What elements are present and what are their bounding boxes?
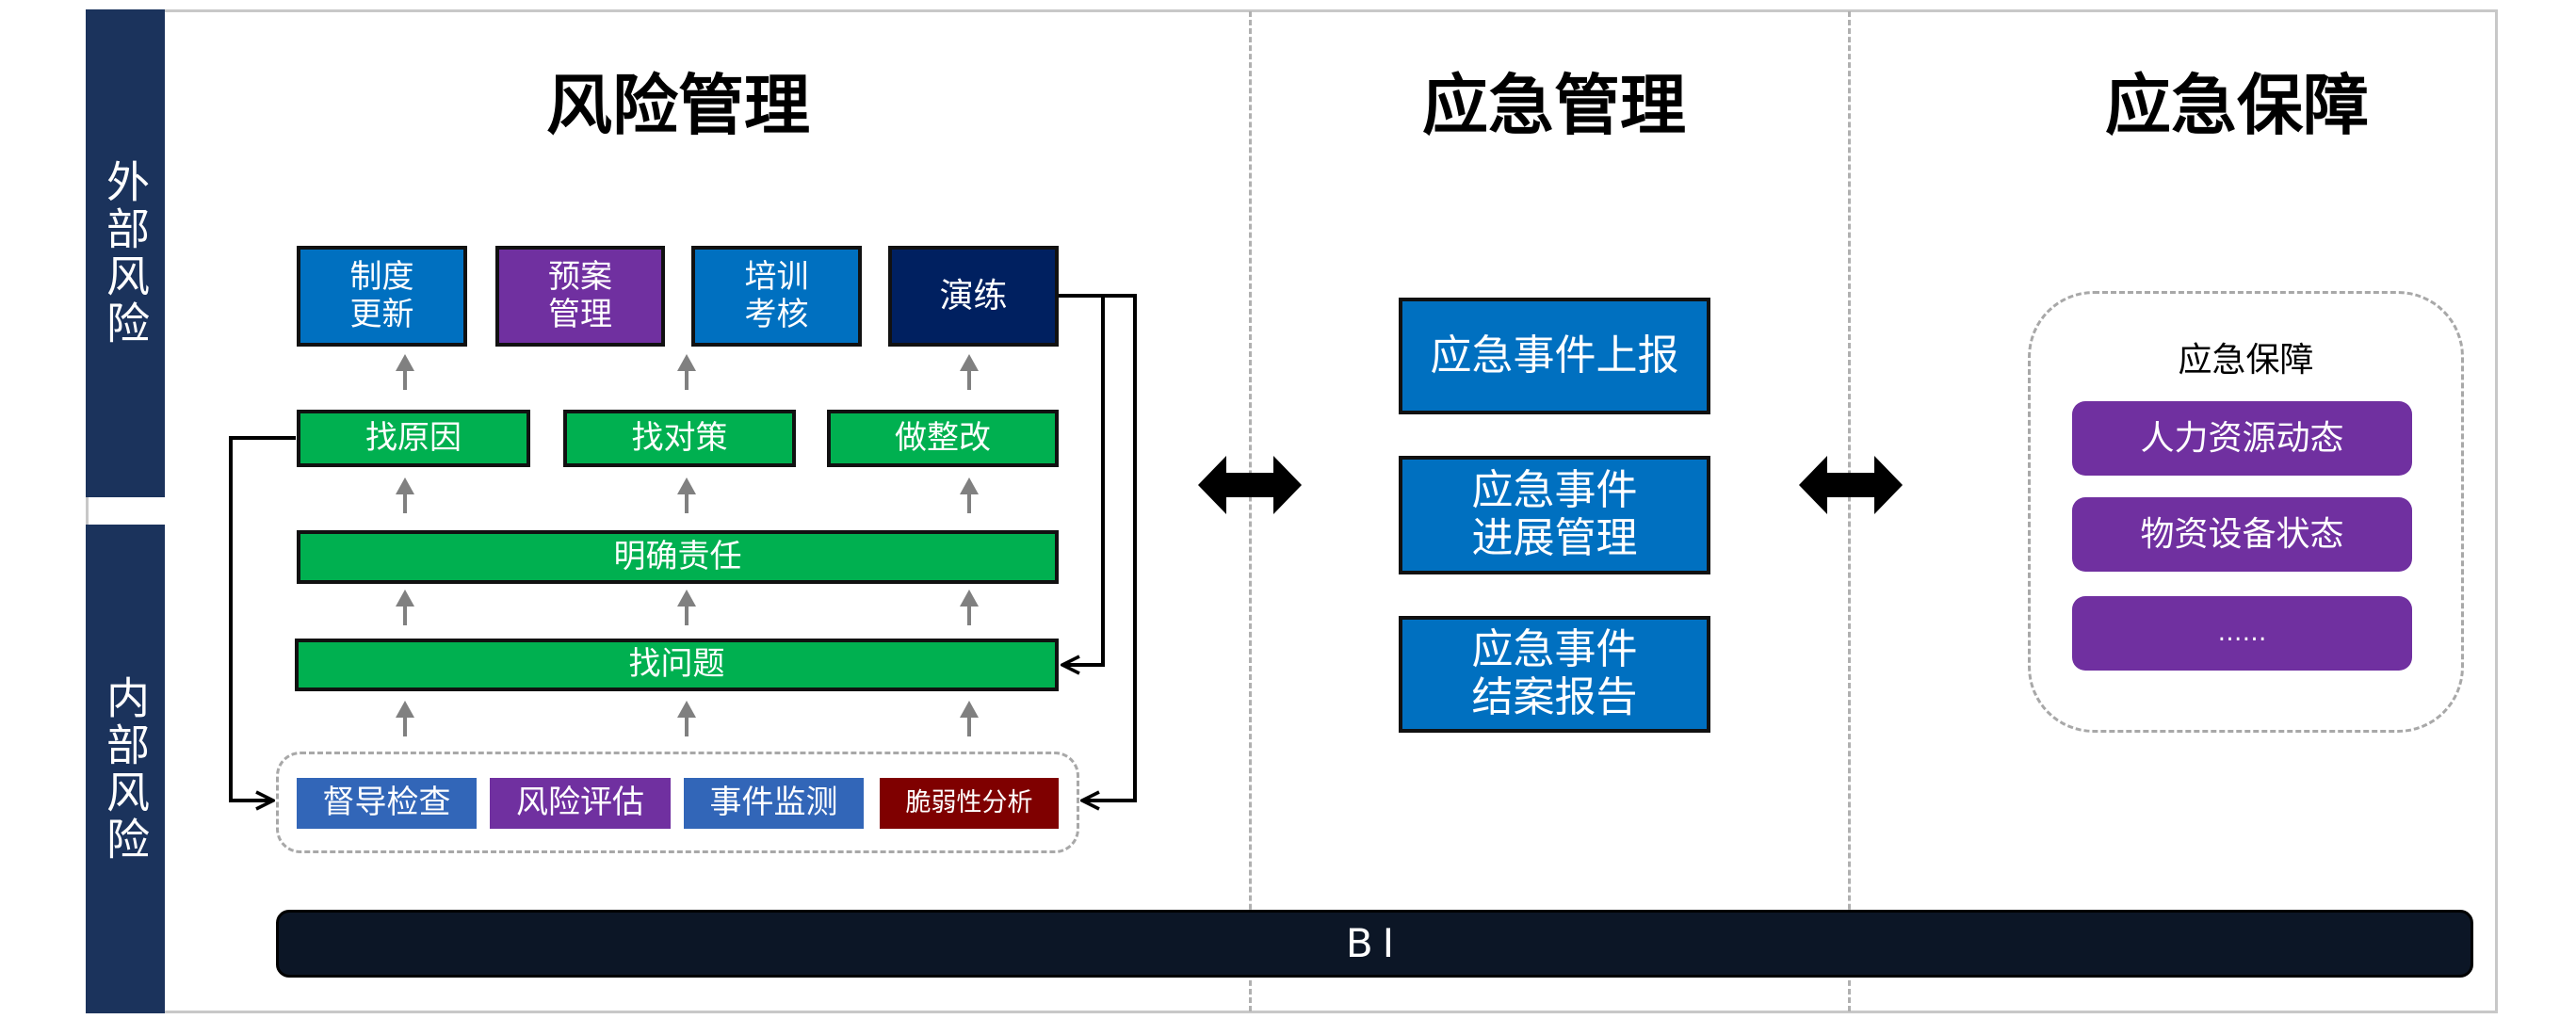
emergency-management-title: 应急管理 — [1422, 67, 1686, 144]
item-label: …… — [2217, 618, 2267, 647]
section-divider — [1848, 11, 1851, 1011]
box-event-monitoring[interactable]: 事件监测 — [684, 778, 864, 829]
box-label: 应急事件 进展管理 — [1471, 466, 1638, 562]
up-arrow-icon — [396, 354, 979, 390]
box-emergency-report[interactable]: 应急事件上报 — [1399, 298, 1710, 414]
item-label: 物资设备状态 — [2140, 514, 2344, 554]
diagram-frame — [86, 9, 2498, 1013]
internal-risk-label: 内部风险 — [100, 674, 151, 864]
emergency-guarantee-title: 应急保障 — [2105, 67, 2369, 144]
up-arrow-icon — [396, 590, 979, 625]
item-label: 人力资源动态 — [2140, 418, 2344, 458]
box-label: 明确责任 — [613, 537, 742, 575]
box-label: 预案 管理 — [548, 258, 612, 333]
box-policy-update[interactable]: 制度 更新 — [297, 246, 467, 347]
box-emergency-progress[interactable]: 应急事件 进展管理 — [1399, 456, 1710, 574]
double-arrow-icon — [1799, 456, 1903, 514]
double-arrow-icon — [1198, 456, 1302, 514]
box-find-problem[interactable]: 找问题 — [295, 639, 1059, 691]
box-plan-management[interactable]: 预案 管理 — [495, 246, 665, 347]
feedback-connector-drill-to-problem — [1059, 294, 1105, 665]
risk-source-group — [276, 752, 1079, 853]
sidebar-external-risk: 外部风险 — [86, 9, 165, 497]
item-human-resources[interactable]: 人力资源动态 — [2072, 401, 2412, 476]
box-emergency-closure[interactable]: 应急事件 结案报告 — [1399, 616, 1710, 733]
box-label: 应急事件上报 — [1430, 331, 1679, 380]
item-more[interactable]: …… — [2072, 596, 2412, 671]
box-label: 风险评估 — [516, 784, 644, 822]
bi-label: BI — [1345, 919, 1404, 966]
box-drill[interactable]: 演练 — [888, 246, 1059, 347]
box-label: 制度 更新 — [349, 258, 414, 333]
item-materials-equipment[interactable]: 物资设备状态 — [2072, 497, 2412, 572]
box-label: 演练 — [939, 276, 1008, 315]
guarantee-group-title: 应急保障 — [2178, 341, 2314, 380]
box-label: 培训 考核 — [744, 258, 809, 333]
guarantee-group — [2028, 291, 2464, 733]
box-supervision-inspection[interactable]: 督导检查 — [297, 778, 477, 829]
box-label: 脆弱性分析 — [905, 788, 1033, 818]
box-risk-assessment[interactable]: 风险评估 — [490, 778, 671, 829]
external-risk-label: 外部风险 — [100, 159, 151, 348]
box-training-assessment[interactable]: 培训 考核 — [691, 246, 862, 347]
box-label: 找问题 — [628, 645, 725, 684]
box-label: 找对策 — [631, 418, 728, 457]
up-arrow-icon — [396, 701, 979, 736]
box-label: 找原因 — [365, 418, 462, 457]
section-divider — [1249, 11, 1252, 1011]
bi-bar[interactable]: BI — [276, 910, 2473, 978]
sidebar-internal-risk: 内部风险 — [86, 525, 165, 1013]
box-find-cause[interactable]: 找原因 — [297, 410, 530, 467]
box-label: 事件监测 — [709, 784, 838, 822]
feedback-connector-left — [229, 436, 296, 801]
box-vulnerability-analysis[interactable]: 脆弱性分析 — [880, 778, 1059, 829]
box-find-countermeasure[interactable]: 找对策 — [563, 410, 796, 467]
risk-management-title: 风险管理 — [546, 67, 810, 144]
box-label: 做整改 — [895, 418, 991, 457]
feedback-connector-drill-to-sources — [1059, 294, 1137, 801]
box-clarify-responsibility[interactable]: 明确责任 — [297, 530, 1059, 584]
box-label: 应急事件 结案报告 — [1471, 625, 1638, 721]
box-label: 督导检查 — [322, 784, 451, 822]
up-arrow-icon — [396, 477, 979, 513]
up-arrows — [396, 354, 979, 736]
box-rectify[interactable]: 做整改 — [827, 410, 1059, 467]
